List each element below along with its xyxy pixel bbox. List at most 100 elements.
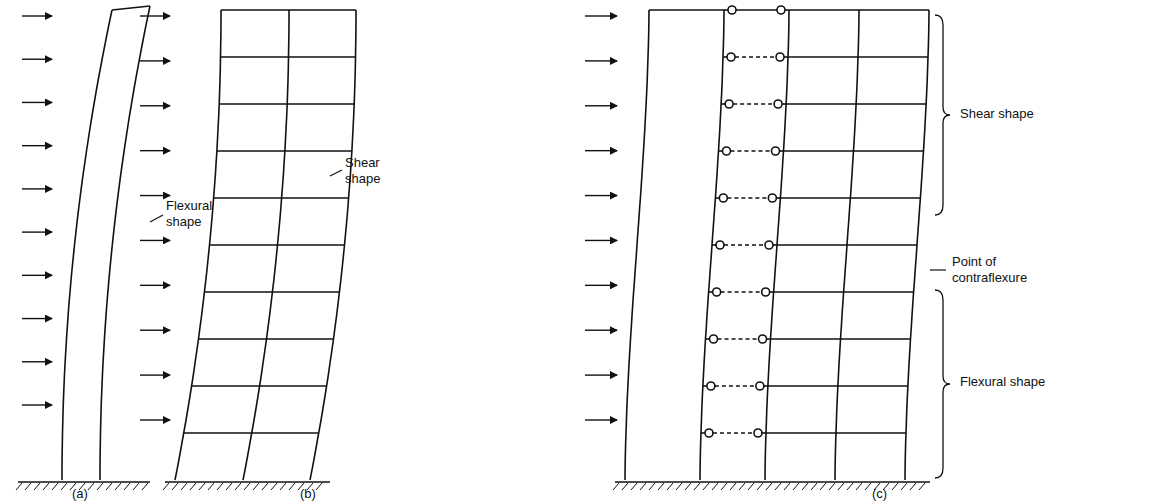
load-arrow [585, 374, 617, 375]
ground-hatch [208, 483, 214, 490]
ground-hatch [88, 483, 94, 490]
pin-hinge [777, 6, 785, 14]
ground-hatch [820, 483, 826, 490]
ground-hatch [226, 483, 232, 490]
load-arrow [585, 60, 617, 61]
link-beam [715, 385, 756, 387]
link-beam [767, 338, 771, 340]
ground-hatch [115, 483, 121, 490]
ground-hatch [649, 483, 655, 490]
ground-hatch [811, 483, 817, 490]
pin-hinge [725, 100, 733, 108]
cantilever-top [112, 6, 150, 10]
frame-beam [221, 56, 356, 58]
ground-hatch [124, 483, 130, 490]
frame-beam [210, 244, 345, 246]
ground-hatch [694, 483, 700, 490]
frame-beam [214, 197, 349, 199]
frame-beam [204, 291, 339, 293]
link-beam [724, 244, 765, 246]
ground-hatch [685, 483, 691, 490]
ground-hatch [730, 483, 736, 490]
link-beam [730, 150, 771, 152]
link-beam [713, 432, 754, 434]
load-arrow [140, 419, 170, 420]
pin-hinge [722, 147, 730, 155]
frame-beam [217, 150, 352, 152]
leader-line [330, 170, 342, 176]
ground-hatch [181, 483, 187, 490]
load-arrow [22, 145, 52, 146]
ground-hatch [142, 483, 148, 490]
link-beam [782, 103, 786, 105]
load-arrow [22, 275, 52, 276]
ground-line [165, 481, 330, 483]
link-beam [773, 244, 777, 246]
ground-hatch [829, 483, 835, 490]
ground-hatch [622, 483, 628, 490]
load-arrow [585, 240, 617, 241]
pin-hinge [776, 53, 784, 61]
ground-hatch [784, 483, 790, 490]
link-beam [779, 150, 783, 152]
pin-hinge [759, 335, 767, 343]
load-arrow [22, 102, 52, 103]
shear-wall [625, 10, 649, 480]
ground-hatch [892, 483, 898, 490]
shape-label: Flexural shape [166, 198, 246, 229]
load-arrow [585, 195, 617, 196]
ground-hatch [712, 483, 718, 490]
pin-hinge [765, 241, 773, 249]
link-beam [784, 56, 788, 58]
link-beam [762, 432, 766, 434]
pin-hinge [713, 288, 721, 296]
cantilever-edge [100, 6, 150, 480]
load-arrow [140, 195, 170, 196]
load-arrow [140, 374, 170, 375]
shear-wall [700, 10, 724, 480]
load-arrow [140, 150, 170, 151]
load-arrow [22, 231, 52, 232]
pin-hinge [705, 429, 713, 437]
load-arrow [22, 59, 52, 60]
ground-hatch [775, 483, 781, 490]
frame-beam [198, 338, 333, 340]
shear-wall-top [649, 9, 724, 11]
shape-label: Shear shape [960, 106, 1080, 122]
pin-hinge [756, 382, 764, 390]
bracket [935, 290, 950, 478]
ground-hatch [172, 483, 178, 490]
pin-hinge [728, 6, 736, 14]
shape-label: Shear shape [345, 155, 405, 186]
link-beam [776, 197, 780, 199]
load-arrow [22, 361, 52, 362]
pin-hinge [762, 288, 770, 296]
ground-hatch [757, 483, 763, 490]
ground-hatch [235, 483, 241, 490]
ground-hatch [631, 483, 637, 490]
frame-beam [777, 244, 917, 246]
frame-beam [768, 385, 908, 387]
load-arrow [140, 105, 170, 106]
cantilever-edge [62, 10, 112, 480]
ground-hatch [244, 483, 250, 490]
pin-hinge [727, 53, 735, 61]
pin-hinge [774, 100, 782, 108]
load-arrow [22, 188, 52, 189]
load-arrow [140, 60, 170, 61]
shape-label: Flexural shape [960, 374, 1080, 390]
ground-hatch [838, 483, 844, 490]
frame-beam [221, 9, 356, 11]
pin-hinge [716, 241, 724, 249]
link-beam [735, 56, 776, 58]
link-beam [785, 9, 789, 11]
ground-hatch [802, 483, 808, 490]
ground-hatch [97, 483, 103, 490]
ground-hatch [43, 483, 49, 490]
leader-line [150, 215, 163, 222]
ground-hatch [865, 483, 871, 490]
frame-beam [774, 291, 914, 293]
ground-hatch [676, 483, 682, 490]
